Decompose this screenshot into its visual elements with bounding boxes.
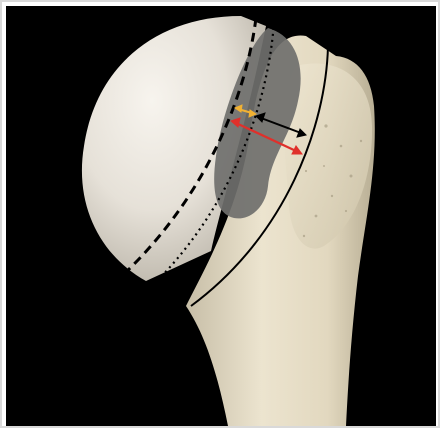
- humerus-svg: [6, 6, 436, 426]
- bone-illustration: [6, 6, 436, 426]
